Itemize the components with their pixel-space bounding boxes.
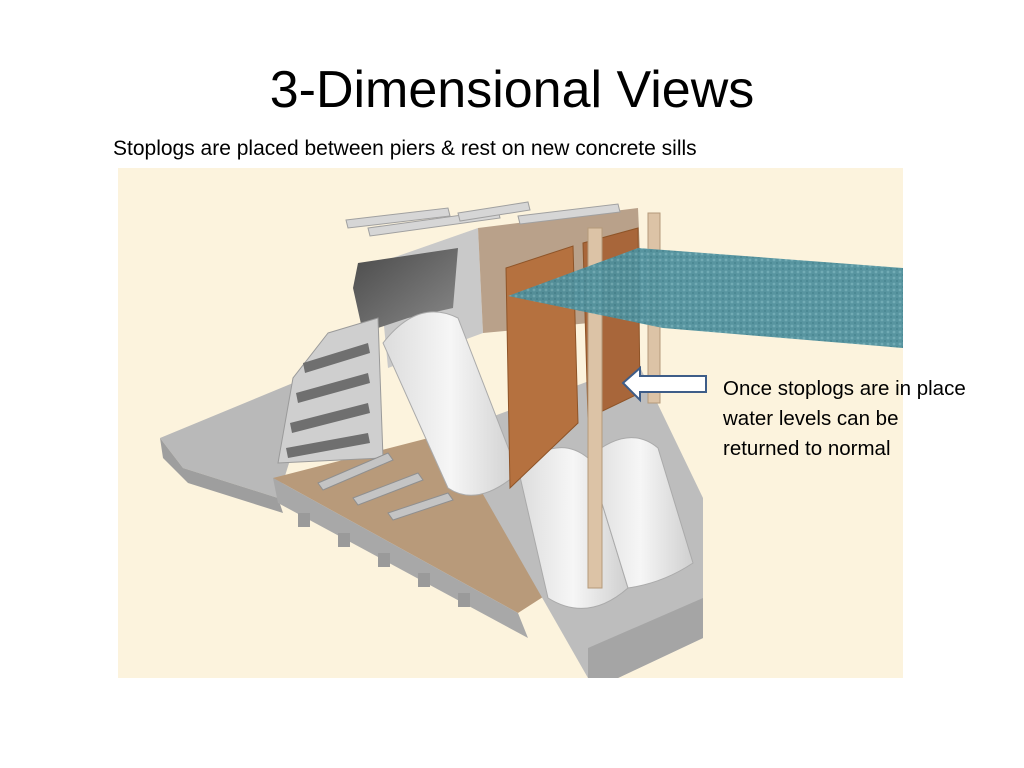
lower-gate-2 <box>587 437 694 589</box>
left-apron <box>160 383 308 498</box>
radial-gate-ribs <box>286 343 370 458</box>
slide-title: 3-Dimensional Views <box>269 61 755 119</box>
callout-arrow <box>621 365 707 403</box>
slide-subtitle: Stoplogs are placed between piers & rest… <box>113 137 697 160</box>
water-surface <box>508 248 903 348</box>
footing-teeth <box>298 513 470 607</box>
sill-beams <box>317 452 454 521</box>
deck-rails <box>345 201 621 237</box>
callout-text: Once stoplogs are in place water levels … <box>723 377 966 460</box>
dam-3d-illustration <box>118 168 903 678</box>
